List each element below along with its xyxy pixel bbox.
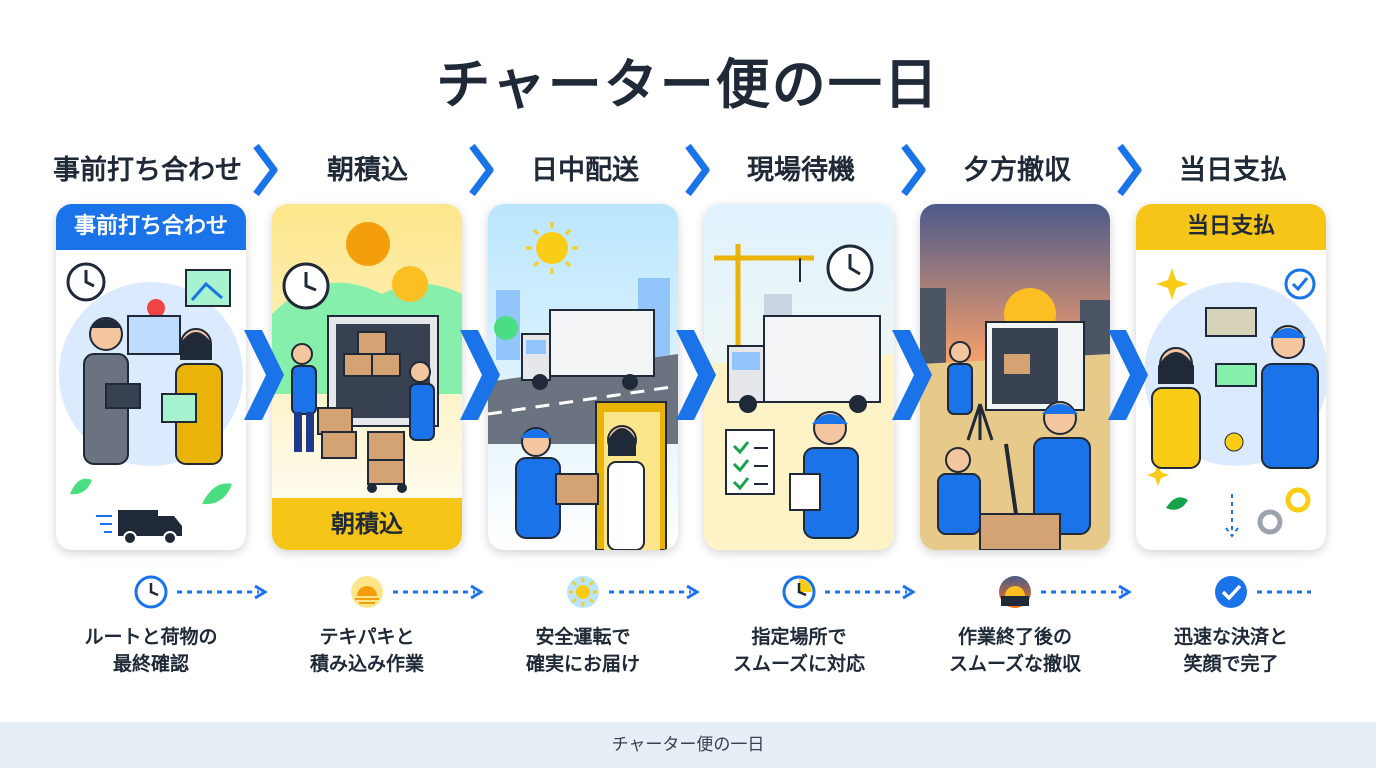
sparkle-icon — [1147, 268, 1188, 486]
footer-caption: チャーター便の一日 — [0, 722, 1376, 768]
chevron-right-icon — [460, 330, 500, 420]
gear-icon — [1257, 487, 1311, 535]
sunset-icon — [999, 576, 1031, 608]
chevron-right-icon — [685, 143, 710, 197]
clock-icon — [826, 244, 874, 292]
step-header-3: 日中配送 — [531, 155, 639, 186]
check-circle-icon — [1215, 576, 1247, 608]
card-label: 朝積込 — [272, 498, 462, 550]
yen-coin-icon — [1224, 432, 1244, 452]
clock-icon — [134, 575, 168, 609]
step-header-2: 朝積込 — [327, 155, 408, 186]
sunrise-icon — [351, 576, 383, 608]
chevron-right-icon — [676, 330, 716, 420]
dotted-arrow — [393, 584, 484, 600]
step-header-5: 夕方撤収 — [963, 155, 1071, 186]
meeting-illustration — [56, 204, 246, 550]
loading-illustration — [272, 204, 462, 550]
step-header-6: 当日支払 — [1179, 155, 1287, 186]
waiting-illustration — [704, 204, 894, 550]
chevron-right-icon — [901, 143, 926, 197]
card-label: 事前打ち合わせ — [56, 204, 246, 250]
step-description-1: ルートと荷物の最終確認 — [84, 626, 218, 675]
clock-icon — [66, 262, 106, 302]
dotted-arrow — [609, 584, 700, 600]
withdrawal-illustration — [920, 204, 1110, 550]
delivery-illustration — [488, 204, 678, 550]
step-description-6: 迅速な決済と笑顔で完了 — [1173, 626, 1288, 675]
step-card-delivery — [488, 204, 678, 550]
dotted-line — [1257, 590, 1311, 594]
chevron-right-icon — [469, 143, 494, 197]
dotted-arrow — [177, 584, 268, 600]
step-header-1: 事前打ち合わせ — [53, 155, 242, 186]
step-description-4: 指定場所でスムーズに対応 — [732, 626, 866, 675]
chevron-right-icon — [892, 330, 932, 420]
map-icon — [185, 269, 231, 307]
card-label: 当日支払 — [1136, 204, 1326, 250]
payment-illustration — [1136, 204, 1326, 550]
step-header-4: 現場待機 — [747, 155, 855, 186]
chevron-right-icon — [244, 330, 284, 420]
step-card-loading: 朝積込 — [272, 204, 462, 550]
step-description-5: 作業終了後のスムーズな撤収 — [948, 626, 1082, 675]
step-card-withdrawal — [920, 204, 1110, 550]
truck-icon — [96, 510, 182, 545]
sun-icon — [346, 222, 428, 302]
clipboard-icon — [725, 429, 775, 495]
step-description-3: 安全運転で確実にお届け — [525, 626, 640, 675]
chevron-right-icon — [253, 143, 278, 197]
page-title: チャーター便の一日 — [436, 53, 940, 116]
dotted-arrow — [1041, 584, 1132, 600]
sun-icon — [526, 222, 578, 274]
chevron-right-icon — [1108, 330, 1148, 420]
check-circle-icon — [1284, 268, 1316, 300]
dotted-arrow — [825, 584, 916, 600]
step-card-payment: 当日支払 — [1136, 204, 1326, 550]
chevron-right-icon — [1117, 143, 1142, 197]
clock-icon — [782, 575, 816, 609]
step-card-meeting: 事前打ち合わせ — [56, 204, 246, 550]
step-description-2: テキパキと積み込み作業 — [309, 626, 424, 675]
clock-icon — [282, 262, 330, 310]
sun-icon — [567, 576, 599, 608]
step-card-waiting — [704, 204, 894, 550]
